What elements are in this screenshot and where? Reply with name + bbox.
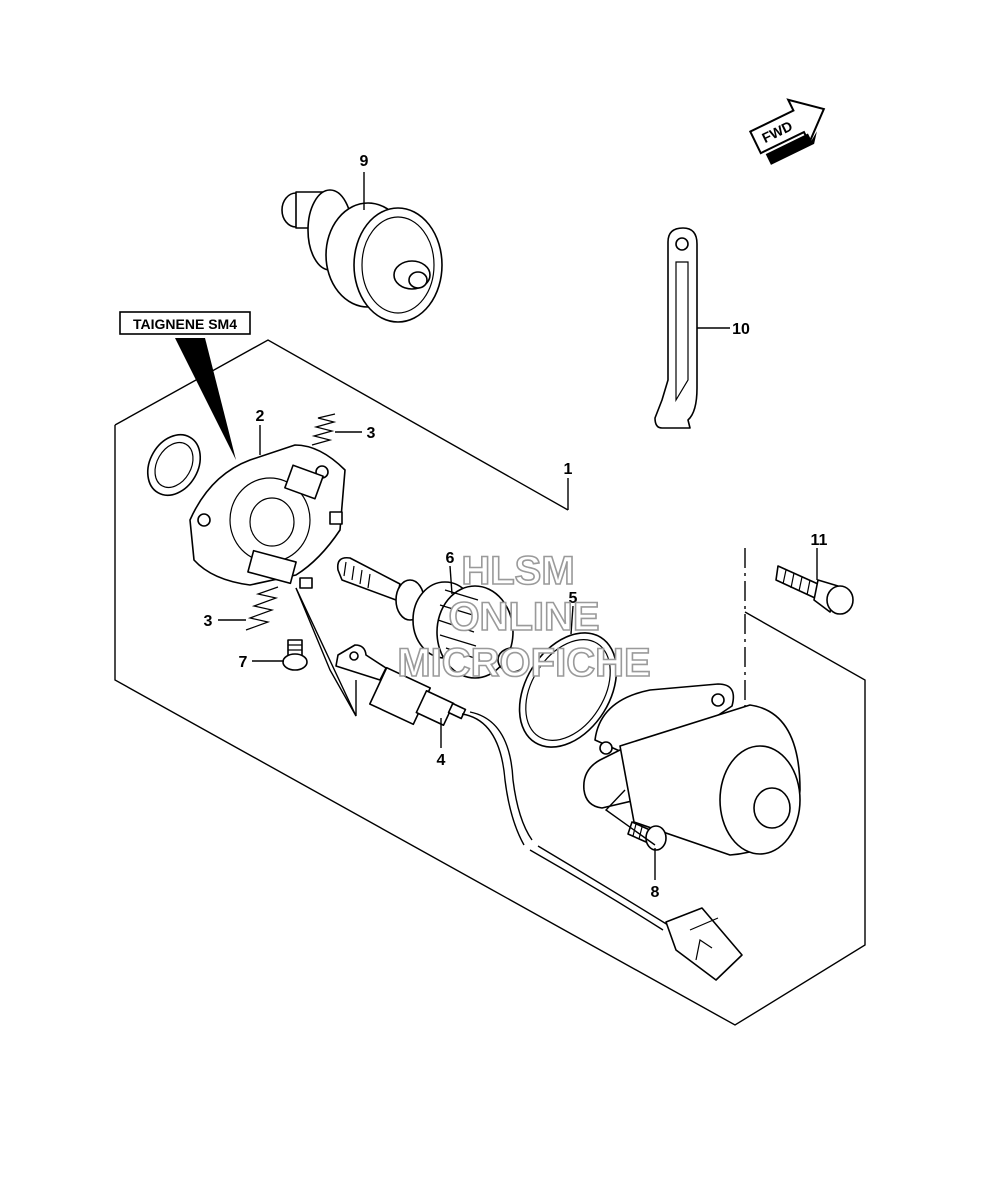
spring-upper-part[interactable] — [311, 413, 337, 446]
tag-pointer — [175, 338, 236, 460]
watermark-line1: HLSM — [461, 549, 574, 593]
watermark: HLSM ONLINE MICROFICHE — [397, 548, 652, 686]
bolt-part[interactable] — [775, 565, 854, 615]
tag-box: TAIGNENE SM4 — [119, 311, 251, 335]
o-ring-part[interactable] — [500, 615, 637, 765]
spring-lower-part[interactable] — [245, 586, 279, 631]
callout-9: 9 — [360, 153, 369, 170]
brush-lead-part[interactable] — [335, 644, 743, 981]
brush-holder-part[interactable] — [189, 444, 346, 589]
callout-6: 6 — [446, 550, 455, 567]
leader-lines — [218, 172, 818, 880]
bracket-part[interactable] — [654, 227, 698, 429]
callout-4: 4 — [437, 752, 446, 769]
callout-2: 2 — [256, 408, 265, 425]
watermark-line2: ONLINE — [448, 595, 599, 639]
callout-11: 11 — [811, 532, 828, 549]
callout-numbers: 9 10 1 11 2 3 3 7 4 6 5 8 — [204, 153, 828, 901]
callout-7: 7 — [239, 654, 248, 671]
gasket-ring — [146, 434, 202, 496]
watermark-line3: MICROFICHE — [397, 641, 650, 685]
callout-10: 10 — [732, 321, 750, 338]
screw-7-part[interactable] — [282, 639, 308, 671]
callout-3-lower: 3 — [204, 613, 213, 630]
assembly-outline — [114, 339, 866, 1026]
tag-label: TAIGNENE SM4 — [133, 316, 237, 332]
callout-3-upper: 3 — [367, 425, 376, 442]
fwd-badge: FWD — [748, 98, 826, 165]
motor-housing-part[interactable] — [583, 683, 801, 856]
starter-clutch-part[interactable] — [281, 189, 443, 323]
armature-part[interactable] — [336, 556, 527, 679]
callout-8: 8 — [651, 884, 660, 901]
callout-1: 1 — [564, 461, 573, 478]
callout-5: 5 — [569, 590, 578, 607]
